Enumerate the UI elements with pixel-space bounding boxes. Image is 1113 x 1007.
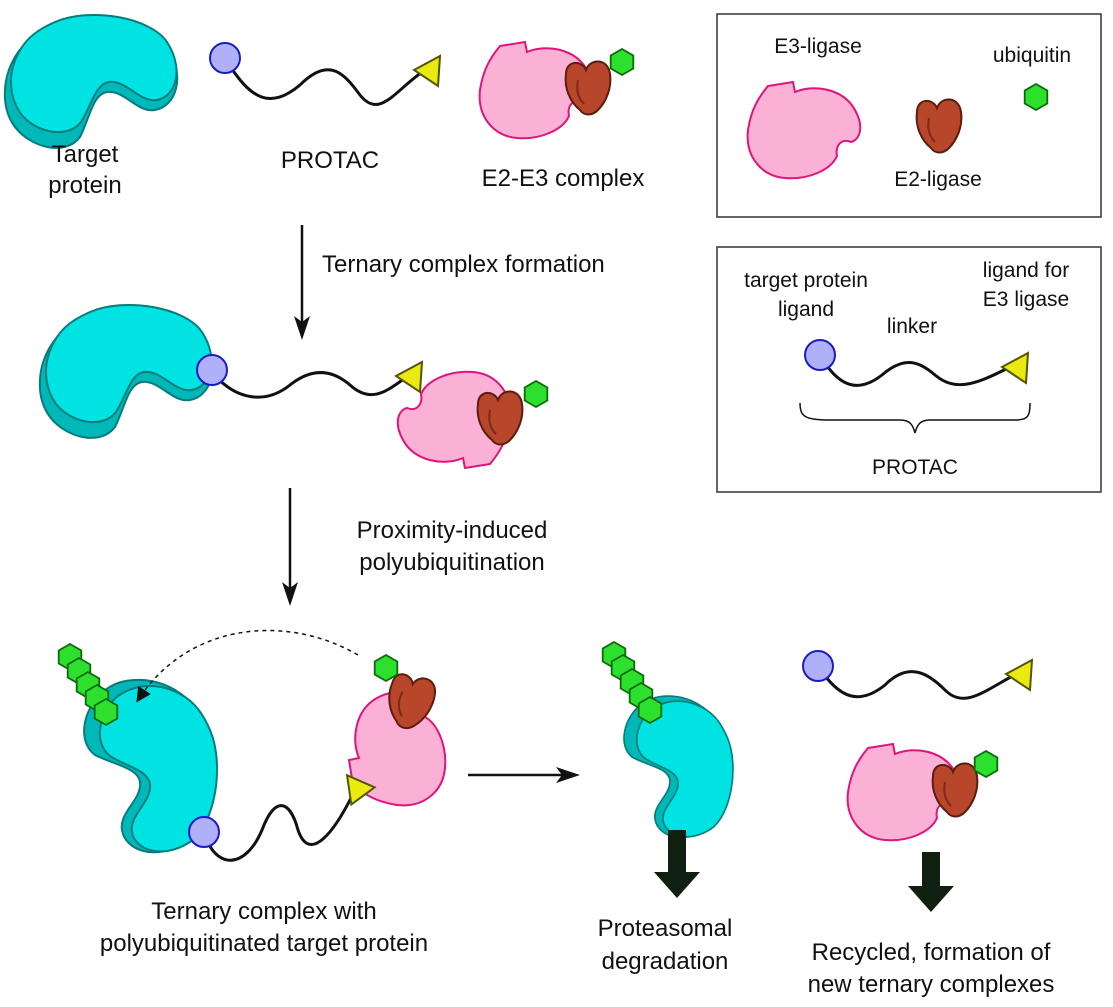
legend-components: E3-ligase ubiquitin E2-ligase: [716, 13, 1102, 218]
e2-e3-complex-icon: [478, 41, 635, 140]
degradation-arrow-shaft: [668, 830, 686, 878]
polyubiquitinated-ternary-complex-icon: [57, 629, 447, 862]
step-proximity-2: polyubiquitination: [359, 549, 544, 576]
legend-e3-ligand-label-1: ligand for: [983, 259, 1069, 282]
legend-linker-label: linker: [887, 315, 937, 338]
e2-e3-complex-label: E2-E3 complex: [482, 165, 645, 192]
degradation-label-2: degradation: [602, 948, 729, 975]
legend-target-ligand-label-1: target protein: [744, 269, 868, 292]
legend-e3-ligand-label-2: E3 ligase: [983, 288, 1069, 311]
legend-protac-molecule: [804, 339, 1029, 387]
recycled-label-2: new ternary complexes: [808, 971, 1055, 998]
arrowhead-right: [556, 767, 580, 783]
target-protein-label-2: protein: [48, 172, 121, 199]
arrowhead-down-1: [294, 316, 310, 340]
legend-ubiquitin-label: ubiquitin: [993, 44, 1071, 67]
degradation-arrow-head: [654, 872, 700, 898]
protac-label: PROTAC: [281, 147, 379, 174]
ternary-complex-label-1: Ternary complex with: [151, 898, 376, 925]
ternary-complex-label-2: polyubiquitinated target protein: [100, 930, 428, 957]
arrowhead-down-2: [282, 582, 298, 606]
legend-e3-label: E3-ligase: [774, 35, 862, 58]
protac-icon: [209, 42, 441, 106]
recycled-label-1: Recycled, formation of: [812, 939, 1051, 966]
target-protein-icon: [3, 13, 179, 149]
degradation-label-1: Proteasomal: [598, 915, 733, 942]
recycle-arrow-shaft: [922, 852, 940, 892]
legend-protac: target protein ligand linker ligand for …: [716, 246, 1102, 493]
step-proximity-1: Proximity-induced: [357, 517, 548, 544]
recycle-arrow-head: [908, 886, 954, 912]
step-ternary-formation: Ternary complex formation: [322, 251, 605, 278]
ternary-complex-icon: [38, 303, 549, 469]
legend-target-ligand-label-2: ligand: [778, 298, 834, 321]
target-protein-label-1: Target: [52, 141, 119, 168]
legend-e2-label: E2-ligase: [894, 168, 982, 191]
ubiquitin-icon: [1023, 83, 1049, 111]
legend-protac-brace: [799, 402, 1031, 434]
legend-protac-label: PROTAC: [872, 456, 958, 479]
target-for-degradation-icon: [601, 641, 734, 839]
recycled-e2-e3-complex-icon: [846, 743, 999, 842]
recycled-protac-icon: [802, 650, 1033, 700]
